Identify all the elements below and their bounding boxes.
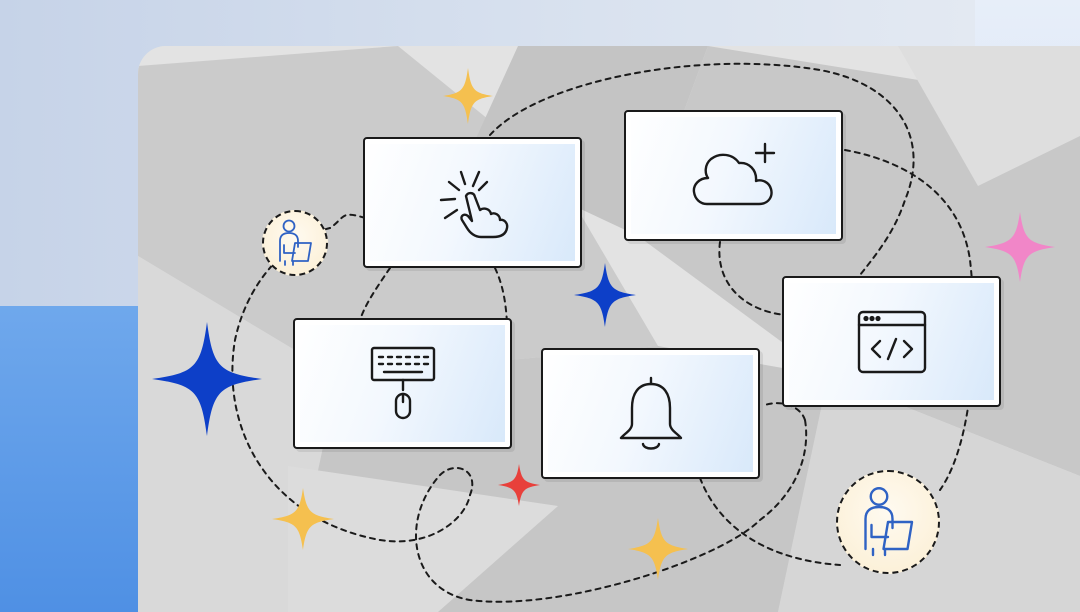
card-cloud-add[interactable]	[624, 110, 843, 241]
tap-gesture-icon	[439, 170, 508, 238]
avatar-person-large	[836, 470, 940, 574]
cloud-add-icon	[692, 142, 775, 205]
card-tap-gesture[interactable]	[363, 137, 582, 268]
notification-bell-icon	[619, 376, 682, 450]
avatar-person-small	[262, 210, 328, 276]
card-code-window[interactable]	[782, 276, 1001, 407]
sparkle-star-icon	[152, 322, 262, 436]
sparkle-star-icon	[628, 518, 688, 580]
person-with-laptop-icon	[864, 487, 914, 557]
sparkle-star-icon	[574, 263, 636, 327]
sparkle-star-icon	[985, 212, 1055, 282]
sparkle-star-icon	[272, 488, 334, 550]
card-keyboard-mouse[interactable]	[293, 318, 512, 449]
keyboard-mouse-icon	[370, 346, 435, 419]
code-window-icon	[857, 310, 926, 373]
sparkle-star-icon	[498, 464, 540, 506]
card-notification-bell[interactable]	[541, 348, 760, 479]
sparkle-star-icon	[443, 68, 493, 124]
person-with-laptop-icon	[279, 219, 312, 266]
